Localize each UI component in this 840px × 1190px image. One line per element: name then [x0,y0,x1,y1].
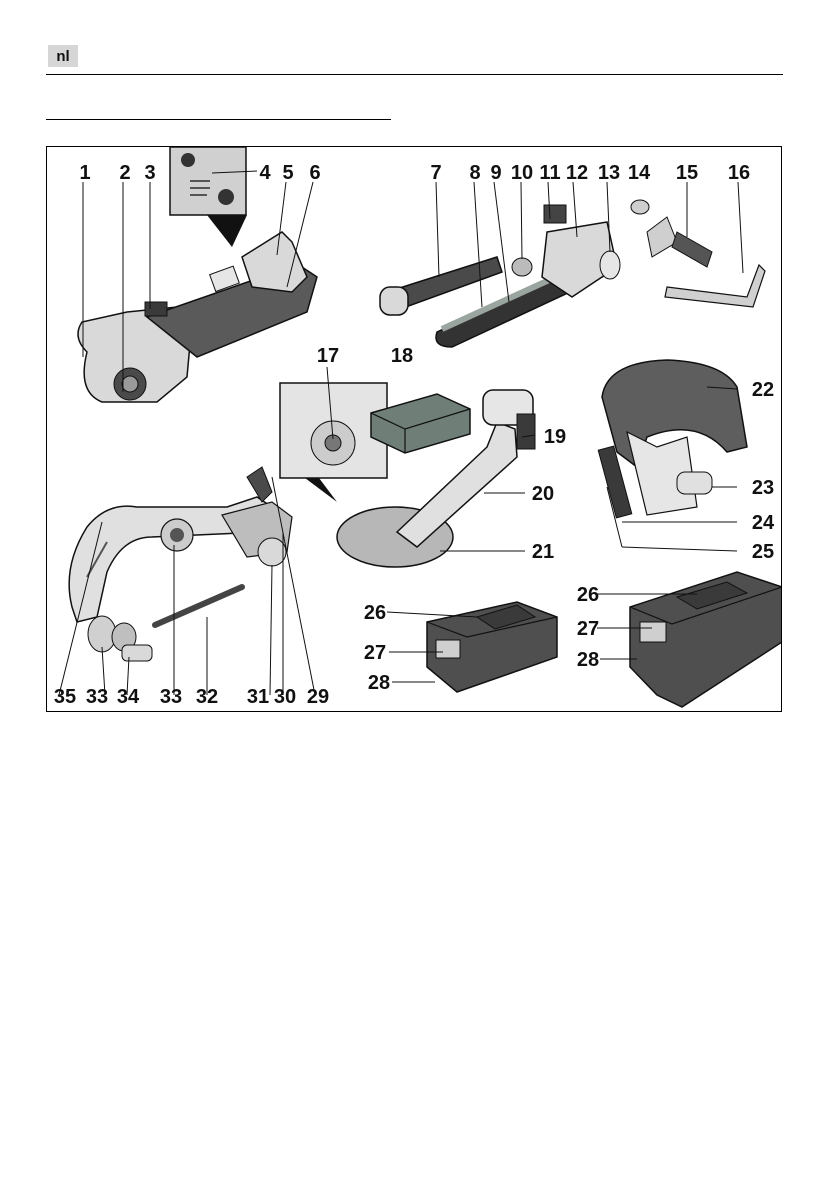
callout-28-small-battery: 28 [368,672,390,694]
callout-2: 2 [119,162,130,184]
callout-26-large-battery: 26 [577,584,599,606]
callout-27-large-battery: 27 [577,618,599,640]
c-frame-illustration [69,467,292,661]
language-badge: nl [48,45,78,67]
accessory-illustrations [631,200,765,307]
callout-16: 16 [728,162,750,184]
callout-25: 25 [752,541,774,563]
callout-11: 11 [539,162,560,184]
callout-7: 7 [430,162,441,184]
callout-29: 29 [307,686,329,708]
callout-8: 8 [469,162,480,184]
callout-5: 5 [282,162,293,184]
callout-34: 34 [117,686,140,708]
callout-31: 31 [247,686,269,708]
callout-27-small-battery: 27 [364,642,386,664]
figure-drawing: 1 2 3 4 5 6 7 8 9 10 11 12 13 14 15 16 1… [47,147,781,711]
callout-4: 4 [259,162,271,184]
callout-24: 24 [752,512,775,534]
callout-33-right: 33 [160,686,182,708]
callout-30: 30 [274,686,296,708]
callout-19: 19 [544,426,566,448]
callout-17: 17 [317,345,339,367]
disc-inset [280,383,387,502]
callout-14: 14 [628,162,651,184]
callout-13: 13 [598,162,620,184]
callout-3: 3 [144,162,155,184]
callout-6: 6 [309,162,320,184]
callout-26-small-battery: 26 [364,602,386,624]
section-heading-rule [46,119,391,120]
callout-9: 9 [490,162,501,184]
header-rule [46,74,783,75]
switch-inset [170,147,247,247]
angle-grinder-illustration [78,232,317,402]
callout-23: 23 [752,477,774,499]
callout-12: 12 [566,162,588,184]
callout-1: 1 [79,162,90,184]
callout-32: 32 [196,686,218,708]
battery-large-illustration [630,572,781,707]
guard-illustration [598,360,747,518]
callout-35: 35 [54,686,76,708]
callout-21: 21 [532,541,554,563]
callout-22: 22 [752,379,774,401]
callout-15: 15 [676,162,698,184]
callout-10: 10 [511,162,533,184]
callout-18: 18 [391,345,413,367]
callout-20: 20 [532,483,554,505]
callout-33-left: 33 [86,686,108,708]
callout-28-large-battery: 28 [577,649,599,671]
product-overview-figure: 1 2 3 4 5 6 7 8 9 10 11 12 13 14 15 16 1… [46,146,782,712]
